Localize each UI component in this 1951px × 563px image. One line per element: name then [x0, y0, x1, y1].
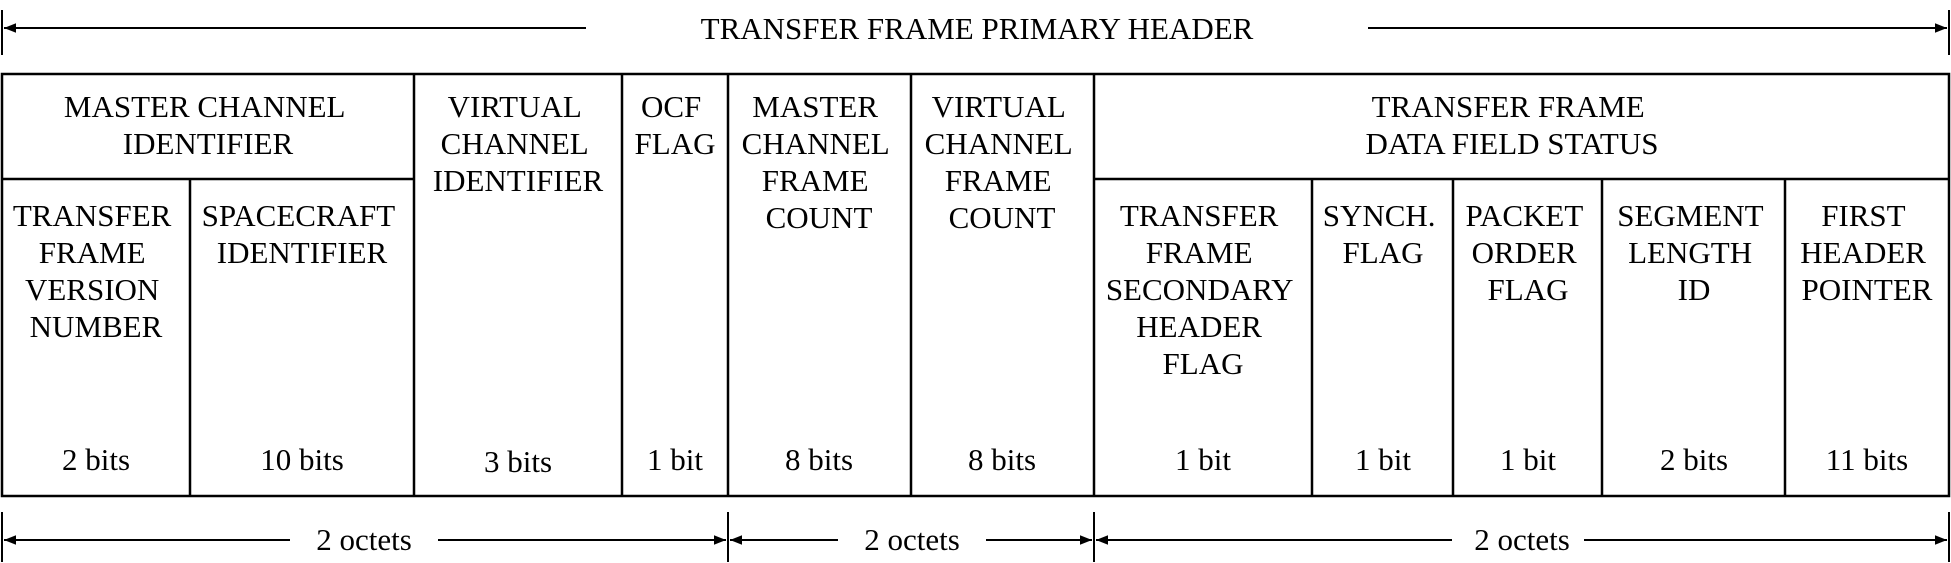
- field-vc-id-label: VIRTUAL CHANNEL IDENTIFIER: [433, 89, 604, 198]
- group-master-channel: MASTER CHANNEL IDENTIFIER: [64, 89, 352, 161]
- field-first-header-size: 11 bits: [1826, 442, 1908, 477]
- octet1-label: 2 octets: [316, 522, 412, 557]
- field-spacecraft-label: SPACECRAFT IDENTIFIER: [202, 198, 403, 270]
- field-vc-count-label: VIRTUAL CHANNEL FRAME COUNT: [925, 89, 1080, 235]
- field-ocf-flag-label: OCF FLAG: [635, 89, 716, 161]
- field-sec-hdr-flag-label: TRANSFER FRAME SECONDARY HEADER FLAG: [1106, 198, 1300, 381]
- diagram-title: TRANSFER FRAME PRIMARY HEADER: [701, 11, 1254, 46]
- field-ocf-flag-size: 1 bit: [647, 442, 703, 477]
- field-version-label: TRANSFER FRAME VERSION NUMBER: [13, 198, 179, 344]
- field-vc-count-size: 8 bits: [968, 442, 1036, 477]
- field-segment-length-size: 2 bits: [1660, 442, 1728, 477]
- field-version-size: 2 bits: [62, 442, 130, 477]
- field-segment-length-label: SEGMENT LENGTH ID: [1617, 198, 1771, 307]
- field-mc-count-size: 8 bits: [785, 442, 853, 477]
- field-packet-order-size: 1 bit: [1500, 442, 1556, 477]
- octet2-label: 2 octets: [864, 522, 960, 557]
- field-packet-order-label: PACKET ORDER FLAG: [1466, 198, 1591, 307]
- group-data-field-status: TRANSFER FRAME DATA FIELD STATUS: [1365, 89, 1658, 161]
- field-sec-hdr-flag-size: 1 bit: [1175, 442, 1231, 477]
- field-mc-count-label: MASTER CHANNEL FRAME COUNT: [742, 89, 897, 235]
- header-table: MASTER CHANNEL IDENTIFIER TRANSFER FRAME…: [0, 72, 1951, 498]
- table-border: [0, 72, 1951, 498]
- field-first-header-label: FIRST HEADER POINTER: [1800, 198, 1933, 307]
- title-dimension: TRANSFER FRAME PRIMARY HEADER: [1, 10, 1950, 55]
- field-synch-flag-label: SYNCH. FLAG: [1323, 198, 1444, 270]
- field-spacecraft-size: 10 bits: [260, 442, 344, 477]
- octet3-label: 2 octets: [1474, 522, 1570, 557]
- field-vc-id-size: 3 bits: [484, 444, 552, 479]
- field-synch-flag-size: 1 bit: [1355, 442, 1411, 477]
- octet-dimensions: 2 octets 2 octets 2 octets: [1, 512, 1950, 562]
